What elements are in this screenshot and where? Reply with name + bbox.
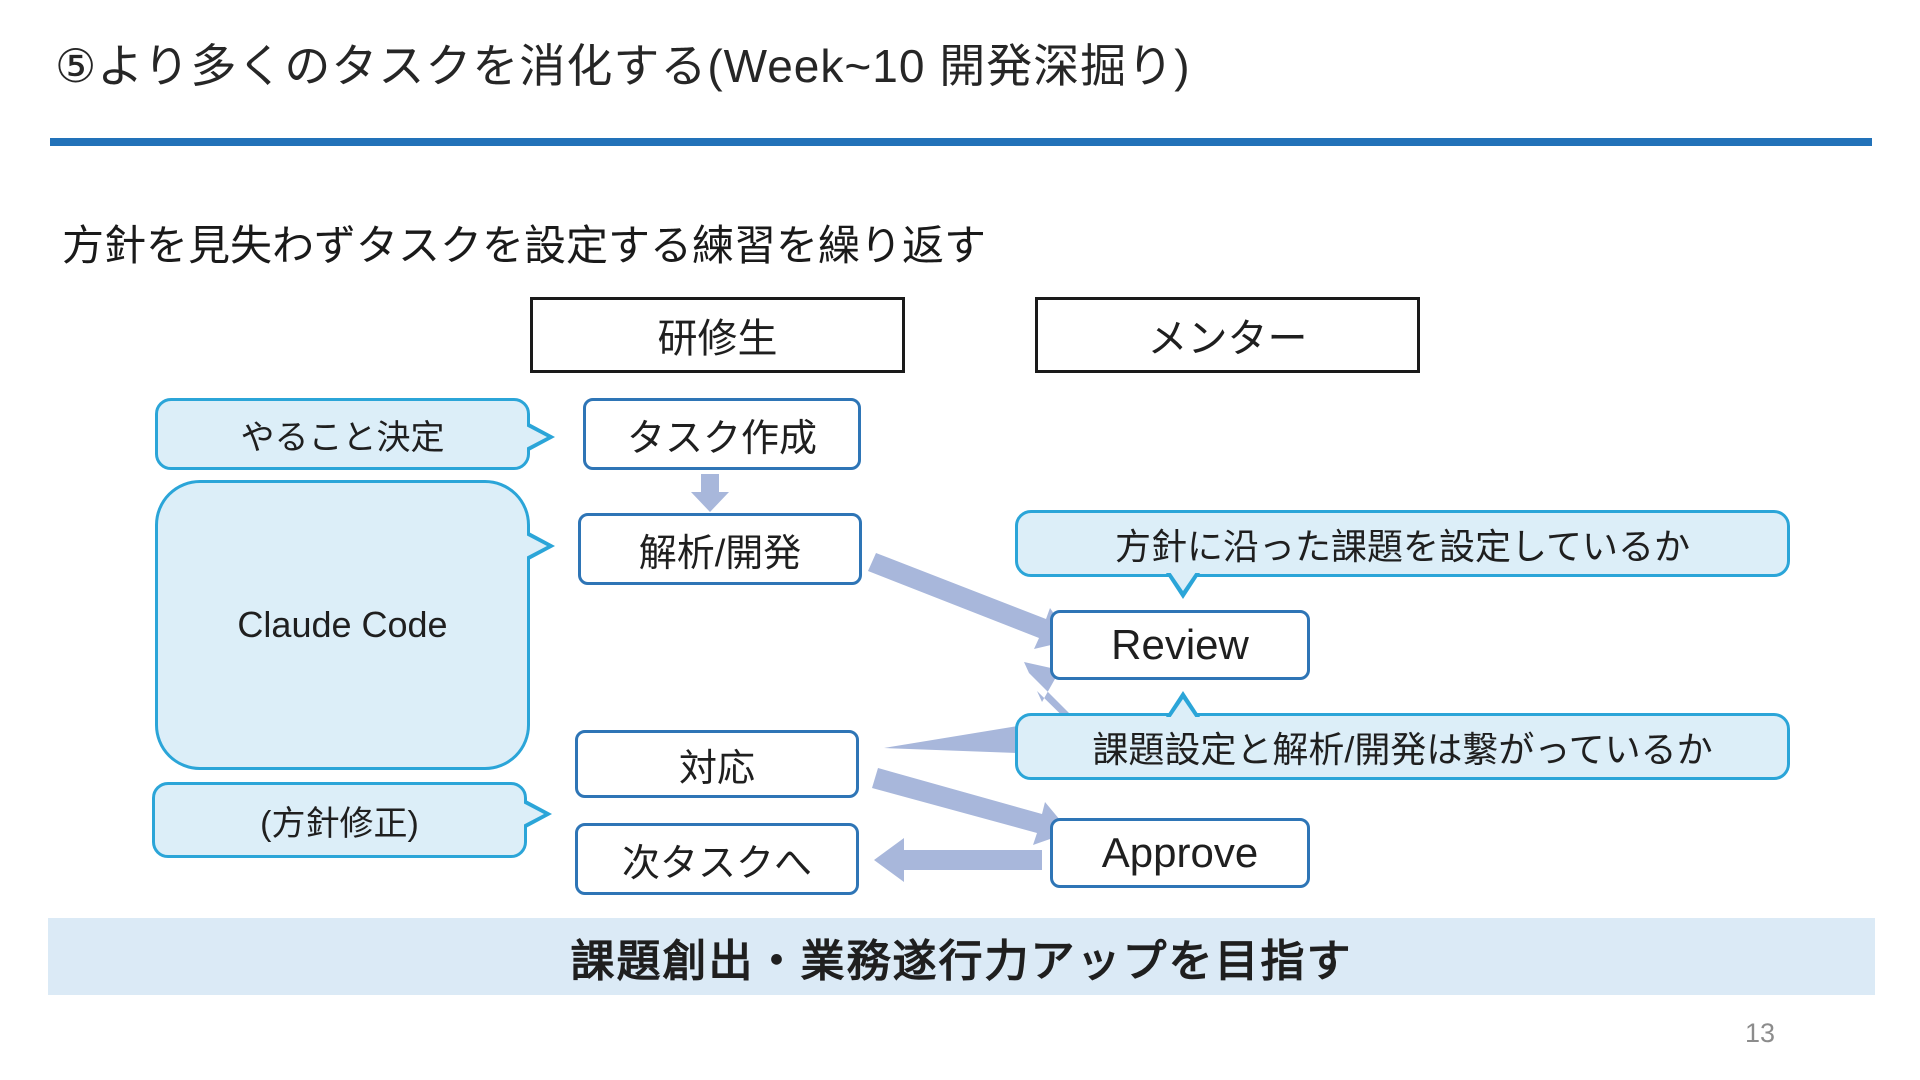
callout-connected-question: 課題設定と解析/開発は繋がっているか (1015, 691, 1790, 780)
lane-trainee-label: 研修生 (657, 317, 778, 361)
step-review-label: Review (1111, 621, 1249, 668)
title-underline (50, 138, 1872, 146)
bubble-tail-right-icon (526, 422, 555, 452)
callout-aligned-question-label: 方針に沿った課題を設定しているか (1115, 525, 1690, 567)
step-respond: 対応 (575, 730, 859, 798)
bubble-tail-down-icon (1166, 572, 1200, 599)
slide-subtitle: 方針を見失わずタスクを設定する練習を繰り返す (62, 222, 987, 269)
page-number: 13 (1745, 1018, 1776, 1048)
step-approve-label: Approve (1101, 829, 1259, 876)
bubble-tail-right-icon (523, 799, 552, 829)
arrow-approve-to-next (874, 838, 1042, 882)
step-next-task: 次タスクへ (575, 823, 859, 895)
callout-decide-label: やること決定 (240, 418, 445, 457)
step-analyze-develop-label: 解析/開発 (638, 532, 802, 575)
callout-connected-question-label: 課題設定と解析/開発は繋がっているか (1092, 728, 1713, 770)
lane-trainee: 研修生 (530, 297, 905, 373)
goal-banner: 課題創出・業務遂行力アップを目指す (48, 918, 1875, 995)
step-respond-label: 対応 (678, 747, 755, 790)
step-analyze-develop: 解析/開発 (578, 513, 862, 585)
step-create-task: タスク作成 (583, 398, 861, 470)
callout-aligned-question: 方針に沿った課題を設定しているか (1015, 510, 1790, 599)
step-next-task-label: 次タスクへ (621, 842, 812, 885)
callout-decide: やること決定 (155, 398, 555, 470)
callout-policy-fix-label: (方針修正) (260, 804, 419, 843)
step-approve: Approve (1050, 818, 1310, 888)
lane-mentor-label: メンター (1147, 317, 1308, 361)
callout-claude-code: Claude Code (155, 480, 555, 770)
bubble-tail-right-icon (526, 531, 555, 561)
bubble-tail-up-icon (1166, 691, 1200, 718)
callout-claude-code-label: Claude Code (237, 604, 448, 645)
step-create-task-label: タスク作成 (626, 417, 817, 460)
slide-title: ⑤より多くのタスクを消化する(Week~10 開発深掘り) (55, 40, 1191, 92)
callout-policy-fix: (方針修正) (152, 782, 552, 858)
lane-mentor: メンター (1035, 297, 1420, 373)
arrow-task-to-analysis (691, 474, 729, 512)
step-review: Review (1050, 610, 1310, 680)
goal-banner-label: 課題創出・業務遂行力アップを目指す (570, 936, 1353, 986)
